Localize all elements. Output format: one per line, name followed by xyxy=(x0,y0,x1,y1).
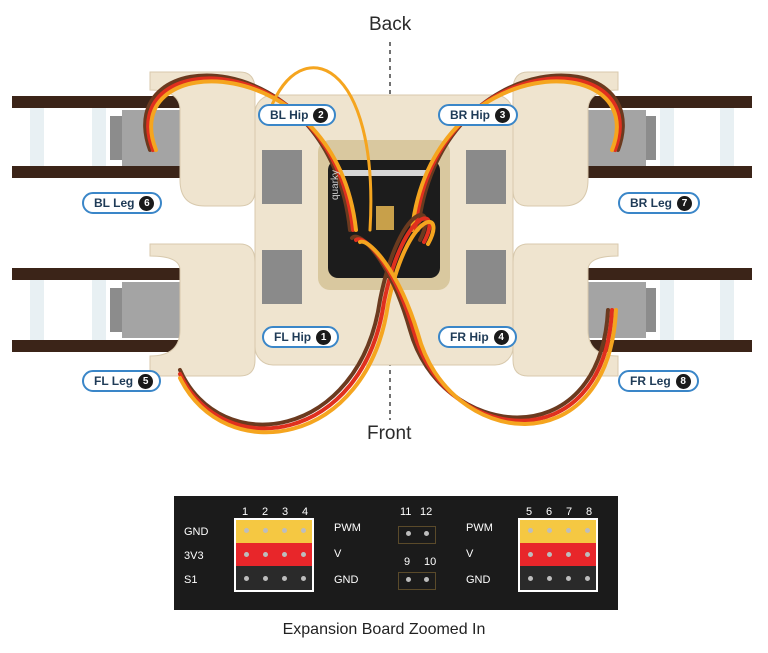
servo-label-fr-hip: FR Hip 4 xyxy=(438,326,517,348)
header-pin xyxy=(263,552,268,557)
row-label: PWM xyxy=(466,522,493,534)
servo-label-fl-leg: FL Leg 5 xyxy=(82,370,162,392)
servo-label-text: FR Hip xyxy=(450,330,489,344)
header-pin xyxy=(244,552,249,557)
header-pin xyxy=(528,576,533,581)
pin-number: 4 xyxy=(302,506,309,518)
pin-11-12-outline xyxy=(398,526,436,544)
pin-number: 6 xyxy=(546,506,553,518)
servo-number-badge: 6 xyxy=(139,195,155,211)
pin-number: 1 xyxy=(242,506,249,518)
board-brand-text: quarky xyxy=(330,170,341,200)
expansion-board-caption: Expansion Board Zoomed In xyxy=(282,621,486,638)
header-pin xyxy=(282,552,287,557)
header-pin xyxy=(566,528,571,533)
header-pin xyxy=(282,528,287,533)
right-header xyxy=(518,518,598,592)
row-label: 3V3 xyxy=(184,550,204,562)
servo-label-text: BR Hip xyxy=(450,108,490,122)
hip-brackets xyxy=(149,71,619,377)
servo-label-text: FL Leg xyxy=(94,374,134,388)
header-pin xyxy=(585,552,590,557)
header-pin xyxy=(528,552,533,557)
servo-label-text: FL Hip xyxy=(274,330,312,344)
servo-label-bl-leg: BL Leg 6 xyxy=(82,192,163,214)
servo-label-fl-hip: FL Hip 1 xyxy=(262,326,340,348)
header-pin xyxy=(301,552,306,557)
servo-number-badge: 2 xyxy=(313,107,329,123)
row-label: S1 xyxy=(184,574,198,586)
row-label: PWM xyxy=(334,522,361,534)
front-label: Front xyxy=(367,423,412,444)
servo-label-br-leg: BR Leg 7 xyxy=(618,192,700,214)
row-label: GND xyxy=(334,574,359,586)
pin-number: 5 xyxy=(526,506,533,518)
header-pin xyxy=(547,576,552,581)
servo-label-bl-hip: BL Hip 2 xyxy=(258,104,337,126)
servo-label-text: FR Leg xyxy=(630,374,671,388)
row-label: GND xyxy=(184,526,209,538)
header-pin xyxy=(301,576,306,581)
header-pin xyxy=(406,577,411,582)
header-pin xyxy=(244,576,249,581)
pin-number: 11 xyxy=(400,506,412,518)
row-label: GND xyxy=(466,574,491,586)
pin-number: 3 xyxy=(282,506,289,518)
pin-number: 9 xyxy=(404,556,411,568)
header-pin xyxy=(566,576,571,581)
servo-number-badge: 7 xyxy=(677,195,692,211)
hip-servo-blocks xyxy=(262,150,506,304)
pin-number: 7 xyxy=(566,506,573,518)
back-label: Back xyxy=(369,14,412,35)
pin-number: 2 xyxy=(262,506,269,518)
servo-number-badge: 5 xyxy=(138,373,154,389)
header-pin xyxy=(244,528,249,533)
row-label: V xyxy=(466,548,474,560)
header-pin xyxy=(547,528,552,533)
header-pin xyxy=(585,576,590,581)
pin-9-10-outline xyxy=(398,572,436,590)
header-pin xyxy=(528,528,533,533)
row-label: V xyxy=(334,548,342,560)
header-pin xyxy=(282,576,287,581)
robot-illustration: quarky xyxy=(12,42,752,435)
servo-label-text: BL Hip xyxy=(270,108,309,122)
servo-wires xyxy=(143,66,625,435)
pin-number: 10 xyxy=(424,556,437,568)
header-pin xyxy=(301,528,306,533)
servo-number-badge: 3 xyxy=(495,107,510,123)
header-pin xyxy=(566,552,571,557)
header-pin xyxy=(263,576,268,581)
header-pin xyxy=(263,528,268,533)
servo-label-br-hip: BR Hip 3 xyxy=(438,104,518,126)
pin-number: 8 xyxy=(586,506,593,518)
header-pin xyxy=(424,577,429,582)
servo-label-text: BL Leg xyxy=(94,196,135,210)
header-pin xyxy=(424,531,429,536)
servo-label-fr-leg: FR Leg 8 xyxy=(618,370,699,392)
header-pin xyxy=(547,552,552,557)
header-pin xyxy=(585,528,590,533)
pin-number: 12 xyxy=(420,506,433,518)
servo-number-badge: 8 xyxy=(675,373,691,389)
header-pin xyxy=(406,531,411,536)
servo-number-badge: 4 xyxy=(493,329,509,345)
servo-label-text: BR Leg xyxy=(630,196,672,210)
servo-number-badge: 1 xyxy=(316,329,332,345)
